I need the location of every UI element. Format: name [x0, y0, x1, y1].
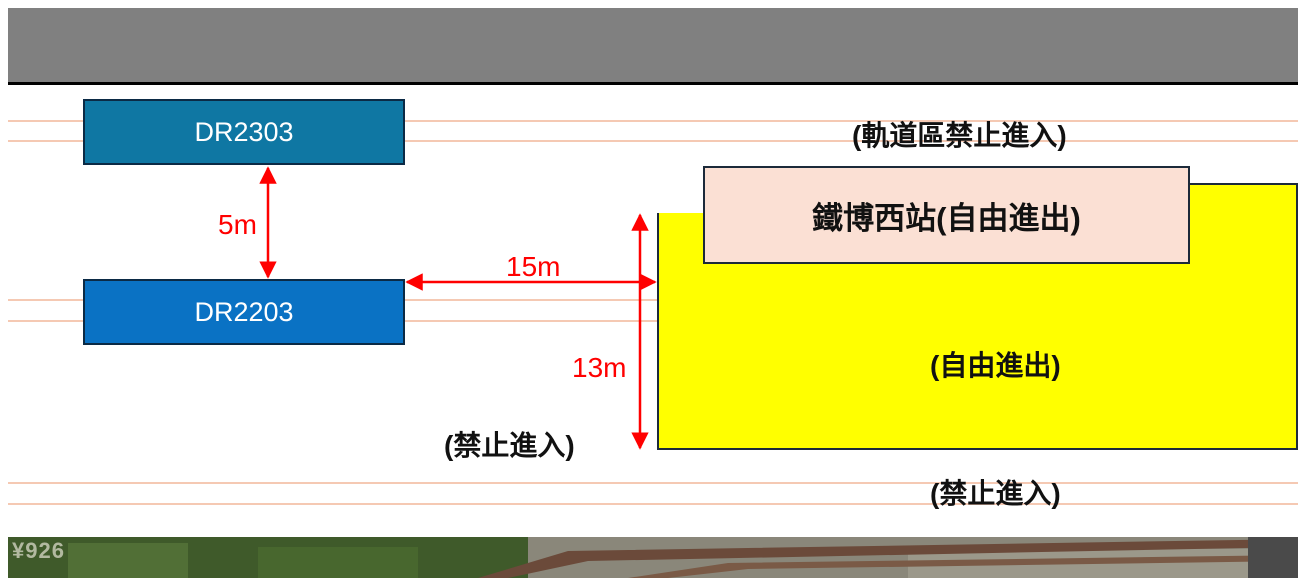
vertical-gap-label: 5m [218, 209, 257, 240]
track-line [8, 320, 1298, 322]
track-line [8, 140, 1298, 142]
track-area-label: (軌道區禁止進入) [852, 120, 1067, 151]
dr2303-label: DR2303 [194, 116, 294, 147]
railway-photo [8, 537, 1298, 578]
depth-label: 13m [572, 352, 627, 383]
track-line [8, 120, 1298, 122]
track-line [8, 503, 1298, 505]
station-label: 鐵博西站(自由進出) [812, 200, 1081, 236]
header-divider [8, 82, 1298, 85]
dr2203-label: DR2203 [194, 296, 294, 327]
track-line [8, 299, 1298, 301]
free-zone-notch [657, 181, 703, 213]
watermark-text: ¥926 [12, 538, 65, 563]
free-area-label: (自由進出) [930, 350, 1061, 381]
no-entry-left-label: (禁止進入) [444, 430, 575, 461]
dr2203-box: DR2203 [83, 279, 405, 345]
no-entry-bottom-label: (禁止進入) [930, 478, 1061, 509]
header-bar [8, 8, 1298, 82]
track-line [8, 482, 1298, 484]
dr2303-box: DR2303 [83, 99, 405, 165]
station-box: 鐵博西站(自由進出) [703, 166, 1190, 264]
horizontal-gap-label: 15m [506, 251, 561, 282]
